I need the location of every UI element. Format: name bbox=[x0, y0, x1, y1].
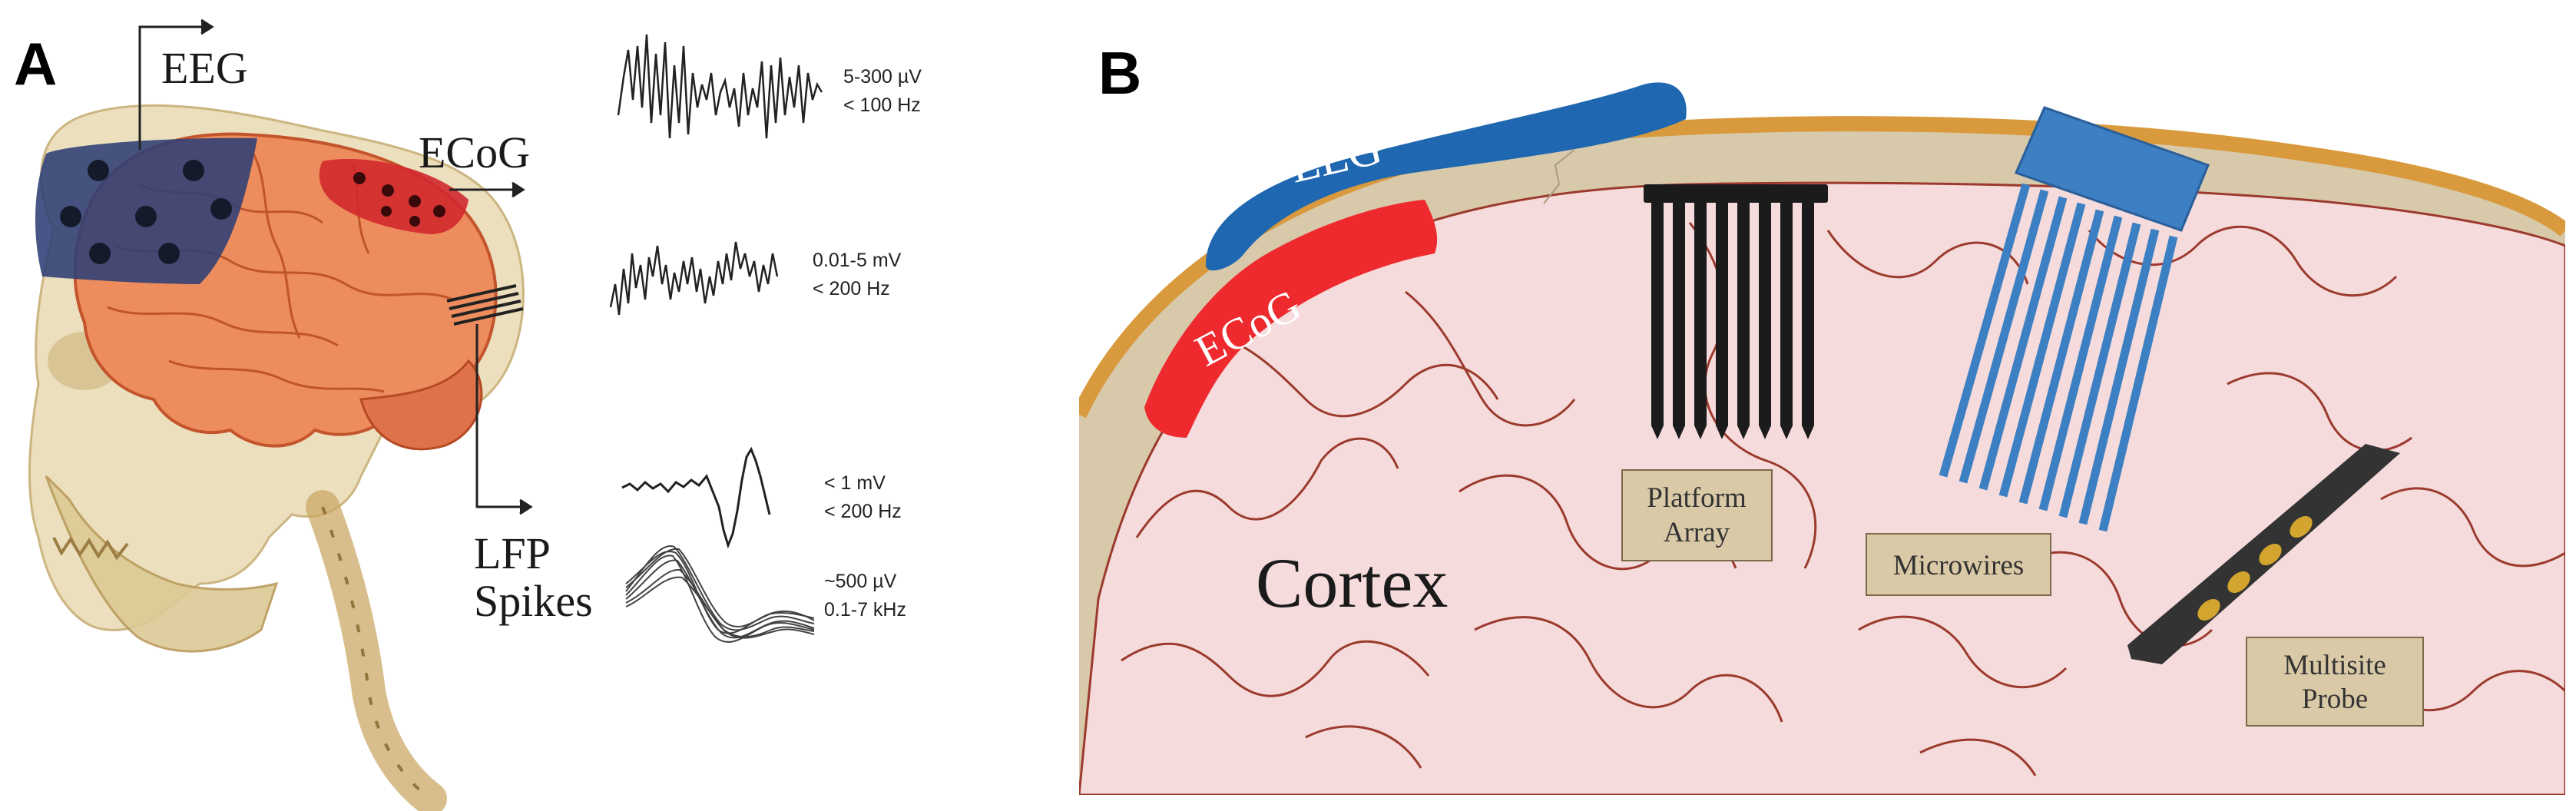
platform-array-label-line2: Array bbox=[1664, 517, 1730, 548]
microwires-array bbox=[1939, 106, 2210, 532]
platform-array-label-line1: Platform bbox=[1647, 482, 1747, 514]
ecog-electrode-strip bbox=[1144, 200, 1438, 438]
eeg-arrow bbox=[138, 18, 214, 150]
microwires-label-box: Microwires bbox=[1866, 533, 2051, 596]
panel-b-letter: B bbox=[1098, 39, 1141, 107]
multisite-probe-label-line2: Probe bbox=[2302, 684, 2368, 715]
ecog-label: ECoG bbox=[419, 127, 530, 177]
lfp-arrow bbox=[475, 324, 533, 515]
cerebellum bbox=[359, 359, 483, 451]
platform-array-label-box: Platform Array bbox=[1621, 469, 1773, 561]
lfp-trace bbox=[621, 446, 771, 549]
lfp-frequency: < 200 Hz bbox=[824, 501, 902, 522]
microwires-label: Microwires bbox=[1893, 550, 2025, 581]
spine bbox=[306, 490, 447, 811]
spikes-frequency: 0.1-7 kHz bbox=[824, 599, 906, 621]
panel-a: A bbox=[14, 18, 922, 811]
lfp-electrode bbox=[446, 284, 524, 326]
eeg-frequency: < 100 Hz bbox=[843, 94, 921, 116]
eeg-electrode-strip bbox=[1206, 82, 1687, 271]
teeth bbox=[52, 536, 129, 561]
lfp-amplitude: < 1 mV bbox=[824, 472, 886, 494]
ecog-amplitude: 0.01-5 mV bbox=[813, 250, 902, 271]
cortex-folds bbox=[1121, 222, 2565, 776]
spikes-trace bbox=[625, 545, 815, 643]
ecog-arrow bbox=[449, 181, 525, 198]
multisite-probe bbox=[2127, 444, 2400, 664]
ecog-trace bbox=[609, 241, 779, 316]
spikes-amplitude: ~500 µV bbox=[824, 571, 897, 592]
panel-b: B bbox=[1079, 39, 2565, 795]
platform-array bbox=[1644, 184, 1828, 439]
cortex-label: Cortex bbox=[1256, 544, 1448, 622]
multisite-probe-label-line1: Multisite bbox=[2283, 650, 2386, 681]
eeg-amplitude: 5-300 µV bbox=[843, 66, 922, 88]
eeg-electrodes bbox=[60, 160, 232, 264]
skull-crack bbox=[1543, 149, 1575, 204]
multisite-probe-label-box: Multisite Probe bbox=[2246, 637, 2424, 727]
lfp-label: LFP bbox=[474, 528, 551, 578]
eeg-label: EEG bbox=[161, 43, 248, 93]
ecog-electrodes bbox=[353, 172, 445, 227]
spikes-label: Spikes bbox=[474, 576, 593, 626]
jaw-silhouette bbox=[45, 475, 279, 653]
eeg-trace bbox=[617, 34, 823, 139]
ecog-frequency: < 200 Hz bbox=[813, 278, 890, 300]
panel-a-letter: A bbox=[14, 30, 57, 98]
